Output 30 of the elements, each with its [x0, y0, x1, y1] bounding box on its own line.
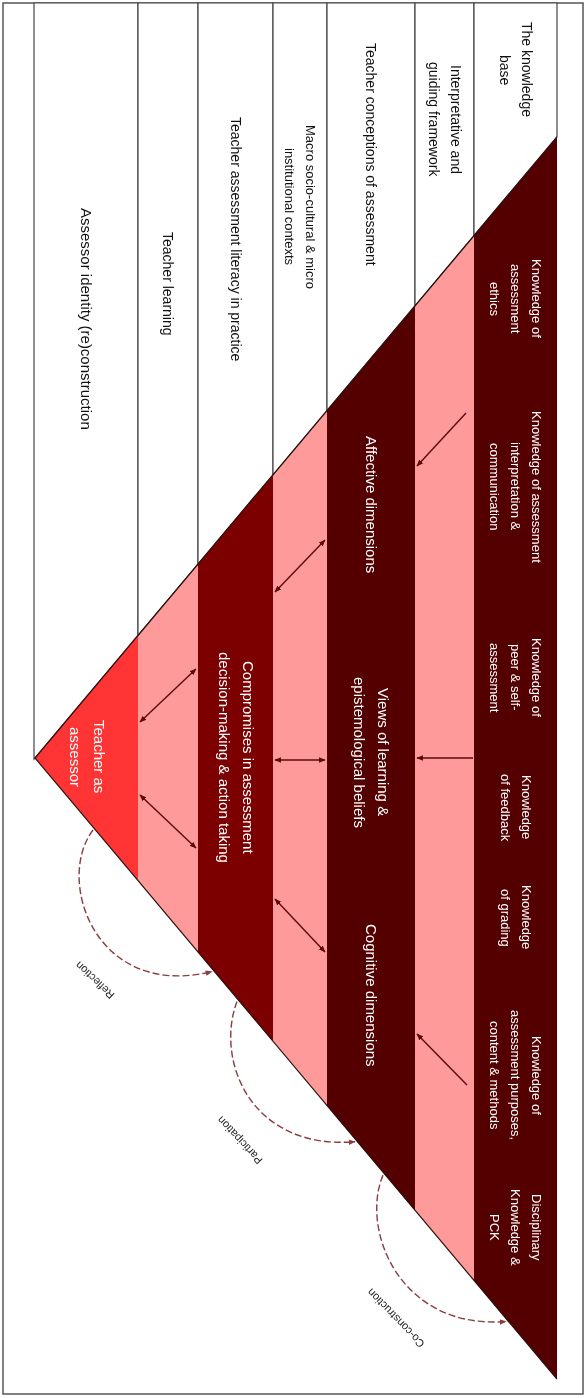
row-label: Interpretative and guiding framework	[424, 61, 465, 179]
topic-label: Knowledge of feedback	[496, 772, 535, 844]
row-label: Teacher assessment literacy in practice	[226, 115, 245, 364]
arrow	[416, 412, 467, 467]
row-label: Assessor identity (re)construction	[77, 207, 96, 433]
double-arrow	[274, 898, 326, 953]
topic-label: Cognitive dimensions	[362, 922, 381, 1069]
topic-label: Knowledge of grading	[496, 884, 535, 952]
topic-label: Knowledge of assessment ethics	[486, 258, 545, 340]
curved-arrow	[230, 1000, 356, 1145]
arrow	[416, 755, 474, 761]
double-arrow	[274, 539, 326, 593]
row-label: The knowledge base	[495, 21, 536, 120]
row-label: Teacher learning	[159, 230, 177, 338]
topic-label: Affective dimensions	[362, 435, 381, 576]
topic-label: Disciplinary Knowledge & PCK	[486, 1188, 545, 1268]
row-label: Macro socio-cultural & micro institutional contexts	[281, 123, 319, 291]
topic-label: Knowledge of peer & self-assessment	[486, 637, 545, 719]
double-arrow	[139, 668, 197, 723]
topic-label: Views of learning & epistemological beliefs	[350, 676, 393, 830]
curved-arrow	[78, 829, 213, 977]
topic-label: Knowledge of assessment interpretation & communication	[486, 409, 545, 565]
arrow	[416, 1033, 468, 1086]
topic-label: Knowledge of assessment purposes, content & methods	[486, 1008, 545, 1142]
row-label: Teacher conceptions of assessment	[362, 42, 380, 268]
band-label: Compromises in assessment decision-making & action taking	[214, 650, 258, 865]
band-label: Teacher as assessor	[65, 719, 109, 796]
double-arrow	[139, 794, 197, 849]
double-arrow	[274, 757, 326, 763]
curved-arrow	[376, 1174, 507, 1325]
